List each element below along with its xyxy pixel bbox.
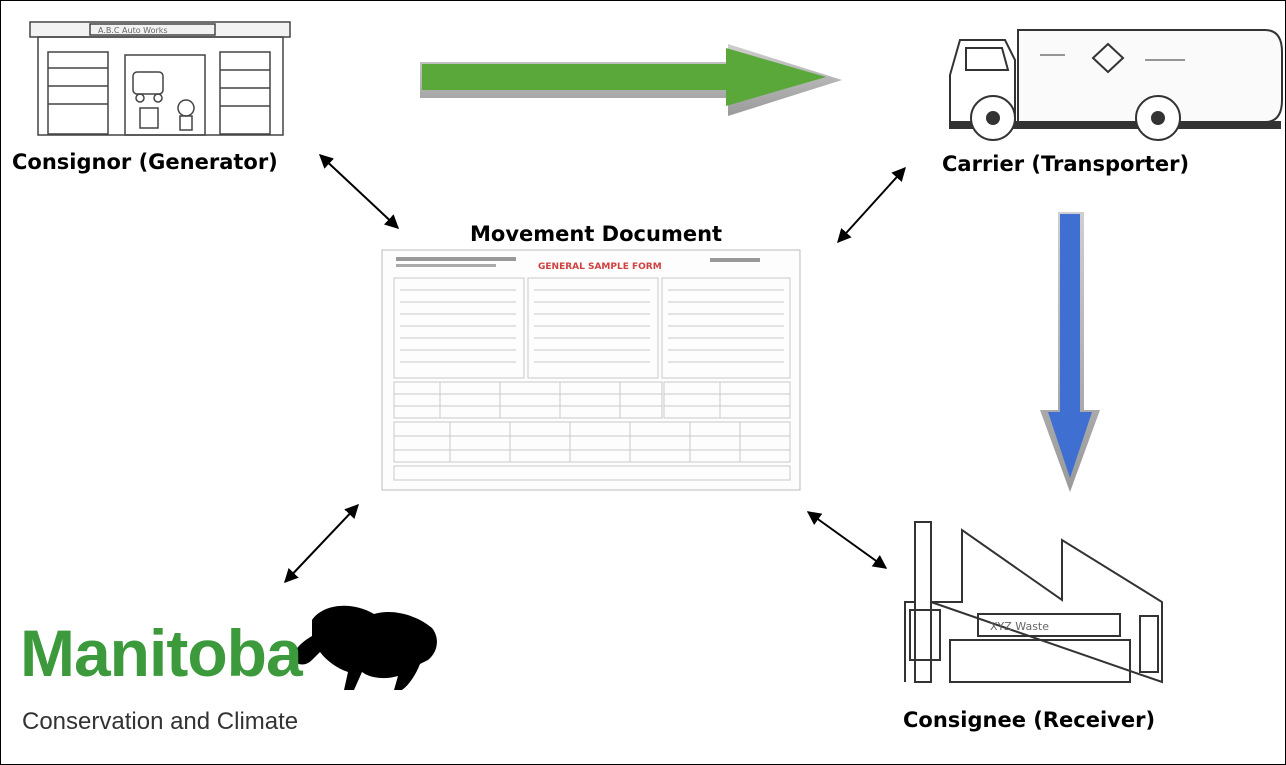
svg-text:XYZ Waste: XYZ Waste <box>990 620 1049 633</box>
consignor-label: Consignor (Generator) <box>12 150 278 174</box>
arrow-regulator-document <box>284 503 359 584</box>
bison-icon <box>293 605 437 690</box>
tanker-truck-icon <box>949 29 1283 141</box>
arrow-consignor-document <box>318 154 400 229</box>
arrow-carrier-document <box>837 166 906 244</box>
factory-icon: XYZ Waste <box>904 521 1163 684</box>
building-icon: A.B.C Auto Works <box>29 21 291 136</box>
carrier-label: Carrier (Transporter) <box>942 152 1190 176</box>
consignee-label: Consignee (Receiver) <box>903 708 1156 732</box>
form-document-icon: GENERAL SAMPLE FORM <box>381 249 801 491</box>
svg-text:A.B.C Auto Works: A.B.C Auto Works <box>98 26 168 35</box>
flow-arrow-down <box>1040 212 1100 492</box>
form-title: GENERAL SAMPLE FORM <box>538 262 662 272</box>
arrow-consignee-document <box>806 511 888 569</box>
manitoba-logo-text: Manitoba <box>20 616 303 690</box>
flow-arrow-right <box>420 44 842 116</box>
connector-arrows <box>284 154 906 584</box>
movement-document-label: Movement Document <box>470 222 723 246</box>
conservation-subtitle: Conservation and Climate <box>22 708 299 735</box>
